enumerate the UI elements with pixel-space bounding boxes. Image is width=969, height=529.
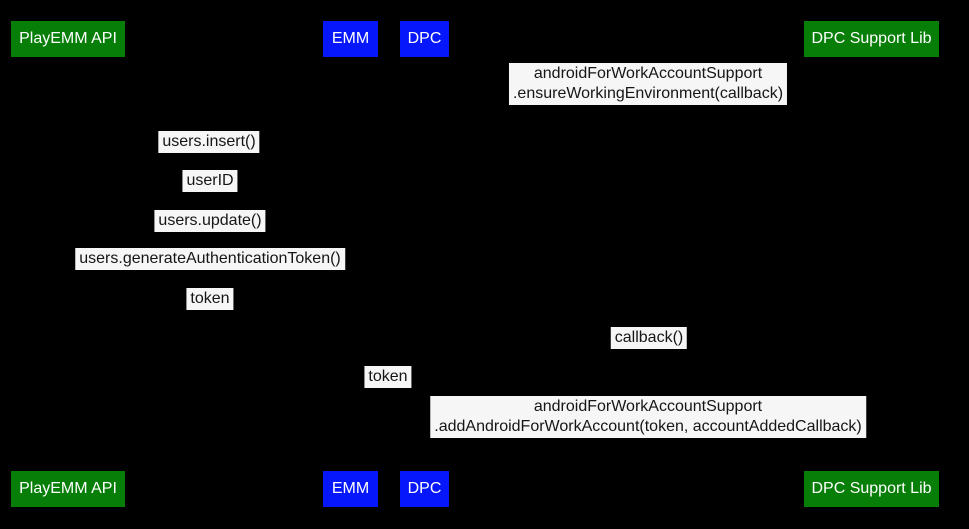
message-line: .addAndroidForWorkAccount(token, account… — [434, 418, 862, 435]
message-line: androidForWorkAccountSupport — [533, 65, 763, 82]
message-callback: callback() — [610, 327, 688, 349]
message-add-android-for-work-account: androidForWorkAccountSupport .addAndroid… — [430, 396, 866, 438]
participant-dpc-support-lib-top: DPC Support Lib — [804, 21, 939, 57]
participant-playemm-api-top: PlayEMM API — [11, 21, 125, 57]
message-users-generate-authentication-token: users.generateAuthenticationToken() — [75, 248, 345, 270]
participant-emm-bottom: EMM — [323, 471, 378, 507]
message-line: userID — [186, 172, 234, 189]
message-line: users.insert() — [162, 133, 256, 150]
participant-dpc-top: DPC — [400, 21, 449, 57]
message-users-update: users.update() — [154, 210, 266, 232]
message-line: callback() — [614, 329, 684, 346]
message-line: users.update() — [158, 212, 262, 229]
message-ensure-working-environment: androidForWorkAccountSupport .ensureWork… — [508, 63, 788, 105]
participant-playemm-api-bottom: PlayEMM API — [11, 471, 125, 507]
message-users-insert: users.insert() — [158, 131, 260, 153]
message-userid: userID — [182, 170, 238, 192]
message-line: .ensureWorkingEnvironment(callback) — [512, 85, 784, 102]
participant-emm-top: EMM — [323, 21, 378, 57]
message-line: token — [190, 290, 230, 307]
message-line: token — [368, 368, 408, 385]
participant-dpc-bottom: DPC — [400, 471, 449, 507]
message-line: users.generateAuthenticationToken() — [79, 250, 341, 267]
message-token-to-emm: token — [186, 288, 234, 310]
message-line: androidForWorkAccountSupport — [533, 398, 763, 415]
participant-dpc-support-lib-bottom: DPC Support Lib — [804, 471, 939, 507]
message-token-to-dpc: token — [364, 366, 412, 388]
